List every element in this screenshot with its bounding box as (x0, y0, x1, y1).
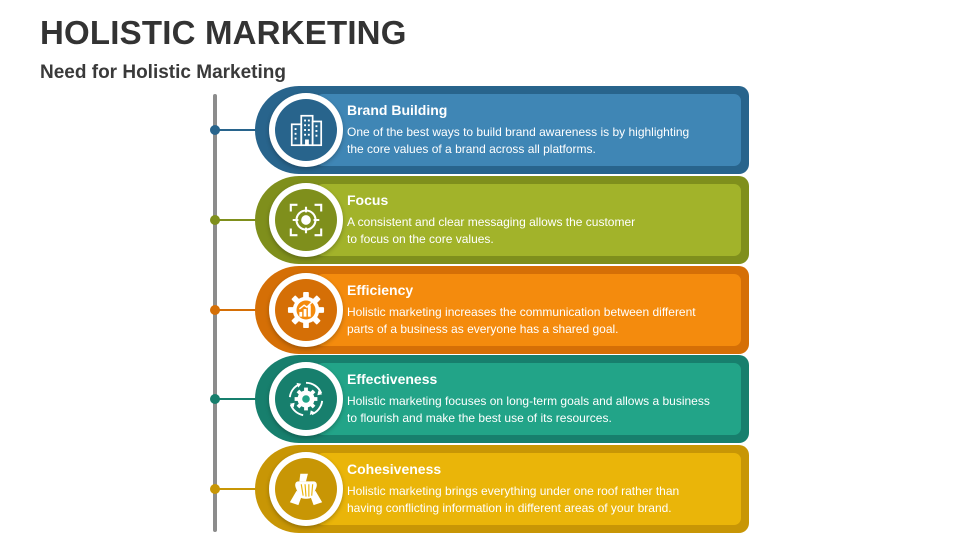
item-heading: Focus (347, 192, 389, 208)
item-heading: Brand Building (347, 102, 448, 118)
item-heading: Efficiency (347, 282, 414, 298)
item-panel (316, 184, 741, 256)
item-description: A consistent and clear messaging allows … (347, 215, 636, 246)
item-heading: Effectiveness (347, 371, 438, 387)
icon-ring (269, 362, 343, 436)
item-description: Holistic marketing focuses on long-term … (347, 394, 710, 425)
timeline-dot (210, 484, 220, 494)
timeline-connector (219, 129, 271, 131)
timeline-connector (219, 309, 271, 311)
timeline-connector (219, 219, 271, 221)
timeline-connector (219, 488, 271, 490)
item-description: Holistic marketing increases the communi… (347, 305, 696, 336)
icon-ring (269, 273, 343, 347)
timeline-dot (210, 125, 220, 135)
timeline-dot (210, 215, 220, 225)
timeline-connector (219, 398, 271, 400)
icon-disc (275, 99, 337, 161)
item-panel (316, 94, 741, 166)
item-panel (316, 363, 741, 435)
page-title: HOLISTIC MARKETING (40, 14, 407, 51)
buildings-icon (290, 114, 323, 147)
item-description: Holistic marketing brings everything und… (347, 484, 680, 515)
icon-disc (275, 189, 337, 251)
timeline-dot (210, 305, 220, 315)
focus-target-icon (289, 203, 323, 237)
item-brand-building: Brand Building One of the best ways to b… (210, 86, 753, 174)
item-effectiveness: Effectiveness Holistic marketing focuses… (210, 355, 753, 443)
page-subtitle: Need for Holistic Marketing (40, 62, 286, 83)
icon-ring (269, 183, 343, 257)
icon-disc (275, 368, 337, 430)
item-cohesiveness: Cohesiveness Holistic marketing brings e… (210, 445, 753, 533)
item-description: One of the best ways to build brand awar… (347, 125, 690, 156)
item-heading: Cohesiveness (347, 461, 442, 477)
timeline-dot (210, 394, 220, 404)
item-panel (316, 274, 741, 346)
icon-disc (275, 279, 337, 341)
gear-cycle-icon (288, 381, 324, 417)
icon-ring (269, 452, 343, 526)
item-focus: Focus A consistent and clear messaging a… (210, 176, 753, 264)
icon-ring (269, 93, 343, 167)
gear-chart-icon (287, 291, 325, 329)
item-efficiency: Efficiency Holistic marketing increases … (210, 266, 753, 354)
icon-disc (275, 458, 337, 520)
item-panel (316, 453, 741, 525)
hands-together-icon (289, 473, 323, 506)
